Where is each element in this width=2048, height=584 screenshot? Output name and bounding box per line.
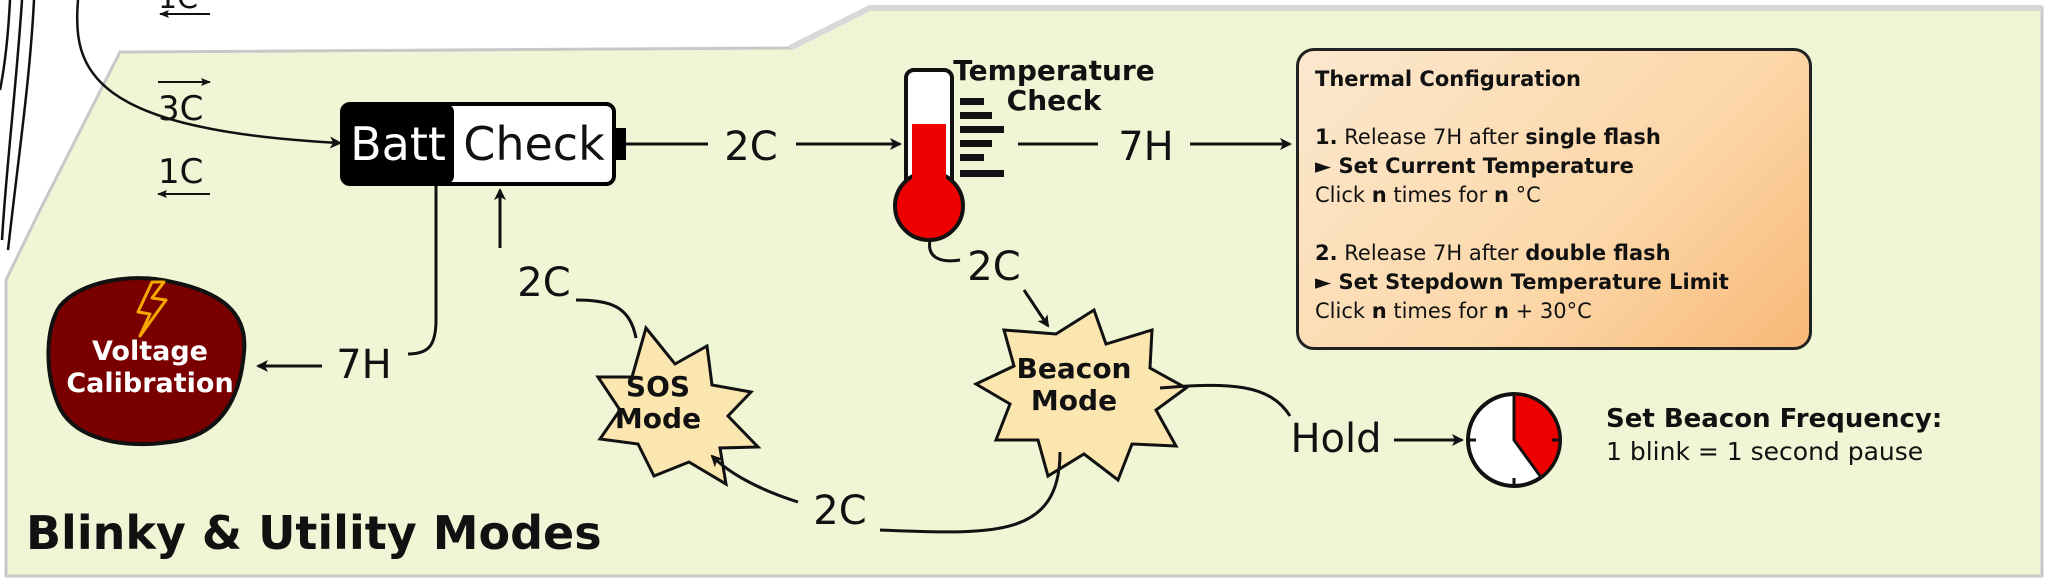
panel-edge-shadow — [788, 5, 2042, 51]
in-3c-label: 3C — [158, 89, 203, 129]
thermal-config-title: Thermal Configuration — [1315, 67, 1581, 91]
batt-check-terminal — [614, 128, 626, 160]
voltage-label-line2: Calibration — [66, 368, 233, 399]
sos-label-line1: SOS — [626, 370, 690, 403]
thermal-configuration-box: Thermal Configuration 1. Release 7H afte… — [1296, 48, 1812, 350]
temp-to-beacon-arrow — [1022, 289, 1050, 328]
temp-to-beacon-label: 2C — [967, 244, 1020, 290]
thermometer-icon — [893, 68, 1004, 242]
thermal-item-2-action: ► Set Stepdown Temperature Limit — [1315, 270, 1729, 294]
thermal-item-1-click: Click n times for n °C — [1315, 183, 1541, 207]
temp-to-beacon-connector — [928, 239, 961, 263]
voltage-label-line1: Voltage — [92, 336, 208, 367]
sos-mode-node — [595, 324, 762, 487]
temp-to-config-label: 7H — [1118, 124, 1174, 170]
sos-to-batt-label: 2C — [517, 260, 570, 306]
beacon-label-line1: Beacon — [1017, 352, 1132, 385]
sos-label-line2: Mode — [615, 402, 701, 435]
beacon-label-line2: Mode — [1031, 384, 1117, 417]
lightning-icon — [136, 280, 168, 338]
temperature-label-line2: Check — [1007, 84, 1103, 117]
beacon-hold-label: Hold — [1290, 416, 1381, 462]
thermal-item-2: 2. Release 7H after double flash — [1315, 241, 1671, 265]
batt-to-temp-label: 2C — [724, 124, 777, 170]
clock-icon — [1466, 392, 1562, 488]
beacon-to-sos-connector — [879, 451, 1062, 534]
batt-check-node: Batt Check — [340, 102, 626, 186]
in-1c-label: 1C — [158, 152, 203, 192]
beacon-frequency-title: Set Beacon Frequency: — [1606, 404, 1943, 434]
section-title: Blinky & Utility Modes — [26, 506, 602, 560]
check-label: Check — [463, 117, 605, 171]
incoming-connector-lines — [0, 0, 342, 251]
beacon-to-sos-label: 2C — [813, 488, 866, 534]
thermal-item-2-click: Click n times for n + 30°C — [1315, 299, 1592, 323]
beacon-to-sos-arrow — [710, 454, 799, 504]
temperature-label-line1: Temperature — [953, 54, 1154, 87]
beacon-mode-node — [972, 307, 1189, 483]
beacon-frequency-note: Set Beacon Frequency: 1 blink = 1 second… — [1606, 402, 1942, 468]
batt-to-voltage-label: 7H — [336, 342, 392, 388]
thermal-item-1-action: ► Set Current Temperature — [1315, 154, 1634, 178]
batt-to-voltage-connector — [407, 186, 438, 356]
sos-to-batt-connector — [575, 298, 638, 339]
thermal-item-1: 1. Release 7H after single flash — [1315, 125, 1661, 149]
batt-segment — [342, 104, 454, 184]
batt-label: Batt — [350, 117, 446, 171]
beacon-hold-connector — [1159, 383, 1292, 417]
voltage-calibration-node — [46, 276, 247, 447]
beacon-frequency-subtitle: 1 blink = 1 second pause — [1606, 437, 1924, 466]
